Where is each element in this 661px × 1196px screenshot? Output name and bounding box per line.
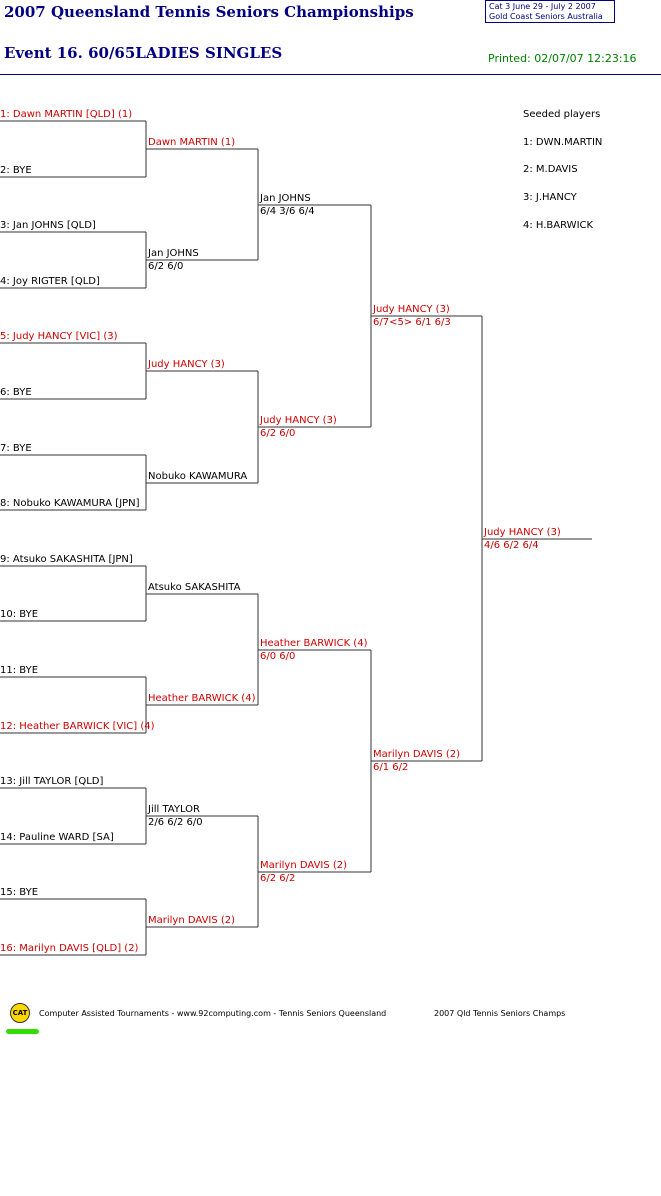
player-entry: 9: Atsuko SAKASHITA [JPN] — [0, 554, 133, 565]
player-entry: 16: Marilyn DAVIS [QLD] (2) — [0, 943, 139, 954]
player-entry: 8: Nobuko KAWAMURA [JPN] — [0, 498, 140, 509]
player-entry: 3: Jan JOHNS [QLD] — [0, 220, 96, 231]
match-score: 2/6 6/2 6/0 — [148, 817, 203, 828]
match-score: 6/7<5> 6/1 6/3 — [373, 317, 451, 328]
match-score: 6/2 6/0 — [148, 261, 184, 272]
winner-name: Heather BARWICK (4) — [148, 693, 256, 704]
winner-name: Nobuko KAWAMURA — [148, 471, 248, 482]
winner-name: Judy HANCY (3) — [373, 304, 450, 315]
winner-name: Judy HANCY (3) — [148, 359, 225, 370]
match-score: 6/2 6/0 — [260, 428, 296, 439]
winner-name: Atsuko SAKASHITA — [148, 582, 241, 593]
footer-event: 2007 Qld Tennis Seniors Champs — [434, 1009, 566, 1018]
champion-name: Judy HANCY (3) — [484, 527, 561, 538]
player-entry: 2: BYE — [0, 165, 32, 176]
seed-item: 2: M.DAVIS — [523, 164, 578, 175]
winner-name: Marilyn DAVIS (2) — [373, 749, 461, 760]
seed-item: 4: H.BARWICK — [523, 220, 594, 231]
event-title: Event 16. 60/65LADIES SINGLES — [4, 44, 283, 62]
match-score: 6/2 6/2 — [260, 873, 296, 884]
match-score: 6/1 6/2 — [373, 762, 409, 773]
venue-line: Gold Coast Seniors Australia — [489, 12, 603, 21]
seed-item: 1: DWN.MARTIN — [523, 137, 603, 148]
winner-name: Marilyn DAVIS (2) — [260, 860, 348, 871]
player-entry: 14: Pauline WARD [SA] — [0, 832, 114, 843]
winner-name: Jan JOHNS — [148, 248, 199, 259]
player-entry: 5: Judy HANCY [VIC] (3) — [0, 331, 118, 342]
winner-name: Heather BARWICK (4) — [260, 638, 368, 649]
match-score: 6/4 3/6 6/4 — [260, 206, 315, 217]
player-entry: 11: BYE — [0, 665, 39, 676]
logo-underline — [6, 1029, 39, 1034]
printed-timestamp: Printed: 02/07/07 12:23:16 — [488, 52, 637, 65]
seeded-players-heading: Seeded players — [523, 109, 601, 120]
player-entry: 12: Heather BARWICK [VIC] (4) — [0, 721, 155, 732]
player-entry: 15: BYE — [0, 887, 39, 898]
winner-name: Marilyn DAVIS (2) — [148, 915, 236, 926]
match-score: 6/0 6/0 — [260, 651, 296, 662]
header-rule — [0, 74, 661, 75]
tournament-title: 2007 Queensland Tennis Seniors Champions… — [4, 3, 414, 21]
category-line: Cat 3 June 29 - July 2 2007 — [489, 2, 596, 11]
cat-logo: CAT — [10, 1003, 30, 1023]
player-entry: 6: BYE — [0, 387, 32, 398]
winner-name: Dawn MARTIN (1) — [148, 137, 236, 148]
category-box: Cat 3 June 29 - July 2 2007 Gold Coast S… — [485, 0, 615, 23]
player-entry: 7: BYE — [0, 443, 32, 454]
winner-name: Jill TAYLOR — [148, 804, 201, 815]
winner-name: Jan JOHNS — [260, 193, 311, 204]
winner-name: Judy HANCY (3) — [260, 415, 337, 426]
player-entry: 13: Jill TAYLOR [QLD] — [0, 776, 104, 787]
player-entry: 4: Joy RIGTER [QLD] — [0, 276, 100, 287]
player-entry: 1: Dawn MARTIN [QLD] (1) — [0, 109, 133, 120]
player-entry: 10: BYE — [0, 609, 39, 620]
seed-item: 3: J.HANCY — [523, 192, 577, 203]
footer-credit: Computer Assisted Tournaments - www.92co… — [39, 1009, 387, 1018]
final-score: 4/6 6/2 6/4 — [484, 540, 539, 551]
